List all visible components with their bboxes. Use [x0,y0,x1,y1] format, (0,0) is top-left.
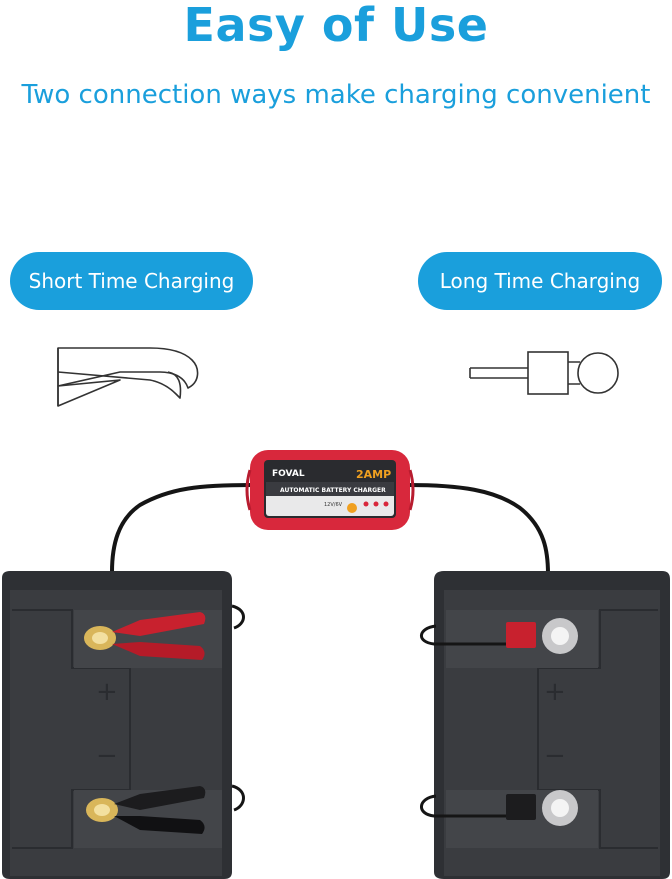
page-subtitle: Two connection ways make charging conven… [21,80,651,110]
black-clamp [86,784,245,834]
charger-brand: FOVAL [272,469,305,479]
red-ring-terminal [420,618,578,654]
battery-charger-unit: FOVAL 2AMP AUTOMATIC BATTERY CHARGER 12V… [245,450,415,530]
left-battery-negative: − [96,741,118,771]
page-title: Easy of Use [183,0,489,52]
alligator-clip-icon [57,347,199,407]
left-battery-positive: + [96,677,118,707]
charger-cables [110,483,550,576]
charger-voltage: 12V/6V [324,502,343,508]
right-battery-positive: + [544,677,566,707]
charger-rating: 2AMP [356,468,391,481]
right-battery: + − [434,571,670,879]
long-time-charging-badge: Long Time Charging [418,252,662,310]
black-ring-terminal [420,790,578,826]
ring-terminal-icon [469,351,619,395]
red-clamp [84,604,245,660]
charger-label: AUTOMATIC BATTERY CHARGER [280,487,386,494]
short-time-charging-badge: Short Time Charging [10,252,253,310]
right-battery-negative: − [544,741,566,771]
